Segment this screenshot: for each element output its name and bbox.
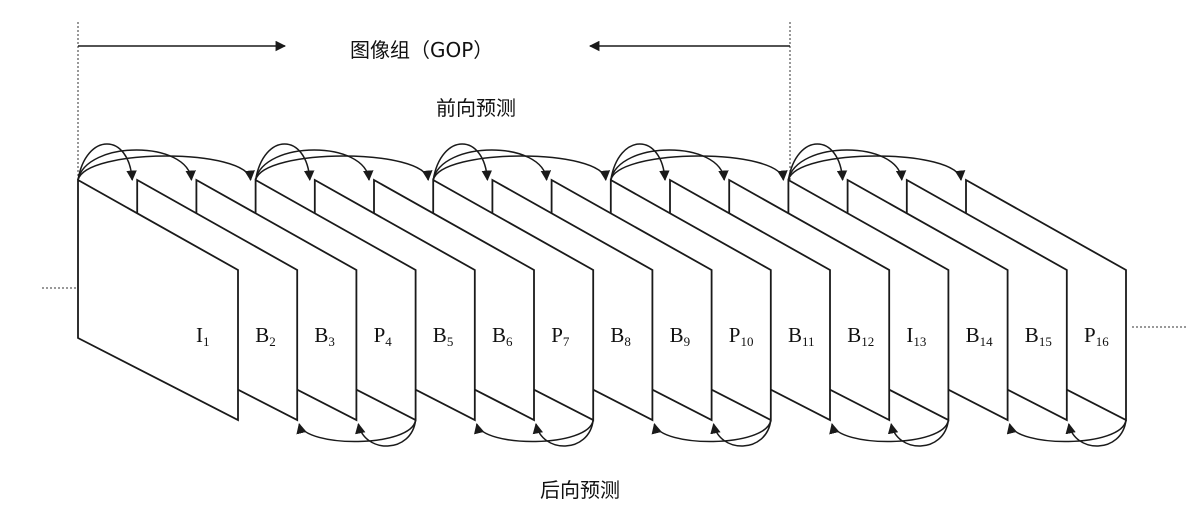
frame-type: B <box>788 323 803 347</box>
frame-index: 3 <box>328 334 335 349</box>
forward-prediction-arc <box>610 155 788 182</box>
backward-prediction-arc <box>651 419 772 443</box>
frame-label: P7 <box>551 323 569 350</box>
frame-type: B <box>1024 323 1039 347</box>
frame-index: 8 <box>624 334 631 349</box>
frame-type: B <box>965 323 980 347</box>
backward-prediction-arc <box>296 419 417 443</box>
frame-index: 4 <box>385 334 392 349</box>
frame-label: P16 <box>1084 323 1109 350</box>
backward-prediction-arc <box>829 419 950 443</box>
frame-plane <box>77 178 239 422</box>
frame-index: 11 <box>802 334 815 349</box>
forward-prediction-arc <box>254 149 374 182</box>
frame-index: 16 <box>1095 334 1109 349</box>
forward-prediction-arc <box>610 149 729 182</box>
frame-index: 2 <box>269 334 276 349</box>
frame-index: 10 <box>740 334 754 349</box>
backward-prediction-arc <box>1065 419 1127 447</box>
frame-index: 9 <box>683 334 691 349</box>
frame-type: B <box>432 323 447 347</box>
backward-prediction-label: 后向预测 <box>540 478 620 502</box>
frame-label: B14 <box>966 323 993 350</box>
frame-type: B <box>847 323 862 347</box>
frame-label: B9 <box>670 323 691 350</box>
backward-prediction-arc <box>355 419 417 447</box>
forward-prediction-arc <box>254 143 315 182</box>
forward-prediction-arc <box>254 155 433 182</box>
frame-index: 14 <box>979 334 993 349</box>
frame-label: B2 <box>255 323 276 350</box>
frame-type: I <box>906 323 914 347</box>
forward-prediction-label: 前向预测 <box>436 96 516 120</box>
frame-type: P <box>1084 323 1096 347</box>
frame-type: P <box>551 323 563 347</box>
frame-type: B <box>669 323 684 347</box>
frame-type: P <box>373 323 386 347</box>
backward-prediction-arc <box>710 419 772 447</box>
frame-type: I <box>196 323 203 347</box>
forward-prediction-arc <box>432 155 611 182</box>
forward-prediction-arc <box>77 149 196 182</box>
frame-type: B <box>492 323 507 347</box>
frame-label: B8 <box>610 323 631 350</box>
frame-type: B <box>255 323 270 347</box>
frame-label: I13 <box>906 323 926 350</box>
backward-prediction-arc <box>1006 419 1127 443</box>
frame-index: 12 <box>861 334 875 349</box>
backward-prediction-arc <box>474 419 594 443</box>
frame-type: B <box>610 323 625 347</box>
frame-index: 5 <box>446 334 454 349</box>
frame-label: B15 <box>1025 323 1052 350</box>
forward-prediction-arc <box>787 143 848 182</box>
frame-type: P <box>728 323 741 347</box>
frame-index: 13 <box>913 334 927 349</box>
frame-label: B6 <box>492 323 513 350</box>
frame-type: B <box>314 323 329 347</box>
frames-layer <box>77 178 1127 422</box>
forward-prediction-arc <box>610 143 670 182</box>
forward-prediction-arc <box>432 143 493 182</box>
frame-index: 6 <box>506 334 513 349</box>
forward-prediction-arc <box>787 149 907 182</box>
frame-label: P10 <box>729 323 754 350</box>
frame-label: B11 <box>788 323 815 350</box>
forward-prediction-arc <box>77 143 137 182</box>
forward-prediction-arc <box>432 149 552 182</box>
frame-label: B3 <box>314 323 335 350</box>
forward-prediction-arc <box>787 155 966 182</box>
frame-label: I1 <box>196 323 210 350</box>
gop-title: 图像组（GOP） <box>350 38 494 62</box>
forward-prediction-arc <box>77 155 255 182</box>
prediction-arcs-layer <box>77 143 1127 447</box>
backward-prediction-arc <box>532 419 594 447</box>
backward-prediction-arc <box>887 419 950 447</box>
frame-label: B5 <box>433 323 454 350</box>
frame-label: B12 <box>847 323 874 350</box>
frame-index: 1 <box>203 334 210 349</box>
frame-label: P4 <box>374 323 392 350</box>
frame-index: 7 <box>562 334 570 349</box>
frame-index: 15 <box>1038 334 1052 349</box>
